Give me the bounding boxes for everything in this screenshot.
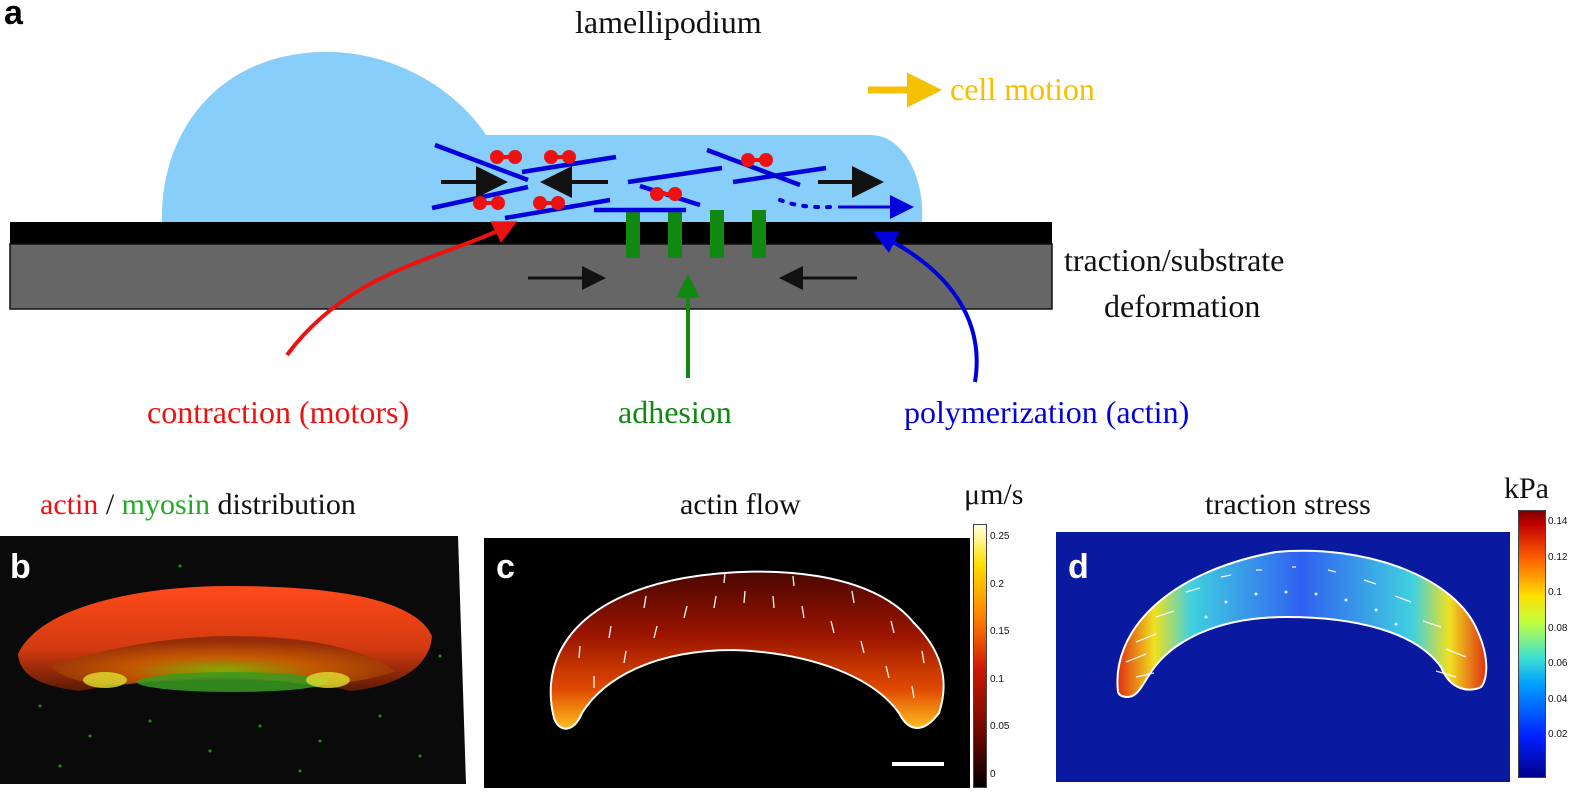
panel-b-micrograph: b [0,536,466,784]
panel-d-title: traction stress [1205,488,1371,521]
panel-c-letter: c [496,548,515,586]
panel-d-colorbar-tick-label: 0.08 [1548,622,1568,634]
panel-c-colorbar-tick-label: 0 [990,768,996,780]
polymerization-label: polymerization (actin) [904,394,1190,430]
cell-motion-label: cell motion [950,71,1095,107]
lamellipodium-label: lamellipodium [575,4,762,40]
panel-b-title-myosin: myosin [121,488,211,521]
panel-c-title: actin flow [680,488,801,521]
panel-d-unit: kPa [1504,472,1549,505]
panel-d-colorbar-tick-label: 0.06 [1548,658,1568,669]
contraction-label: contraction (motors) [147,394,410,430]
myosin-motors [473,150,773,210]
panel-d-colorbar-tick-label: 0.14 [1548,516,1568,527]
panel-b-title: actin / myosin distribution [40,490,356,520]
substrate-top-layer [10,222,1052,244]
panel-d-colorbar-tick-label: 0.1 [1548,587,1562,598]
substrate-label-line1: traction/substrate [1064,242,1285,278]
panel-d-colorbar-tick-label: 0.02 [1548,729,1568,740]
panel-b-title-actin: actin [40,488,99,521]
panel-c-colorbar-tick-label: 0.05 [990,721,1010,732]
panel-d-letter: d [1068,548,1089,586]
panel-c-flow-map: c [484,538,970,788]
panel-c-colorbar-tick-label: 0.2 [990,578,1004,590]
cell-body-shape [161,51,923,222]
panel-b-title-sep: / [98,488,122,521]
actin-filaments [431,142,827,221]
panel-d-colorbar [1518,510,1546,778]
adhesion-label: adhesion [618,394,732,430]
panel-c-unit: μm/s [964,478,1024,511]
substrate-label-line2: deformation [1104,288,1261,324]
panel-b-letter: b [10,548,31,586]
panel-d-colorbar-tick-label: 0.04 [1548,693,1568,705]
panel-b-title-rest: distribution [210,488,356,521]
panel-c-colorbar-tick-label: 0.1 [990,673,1004,685]
panel-d-colorbar-tick-label: 0.12 [1548,551,1568,563]
polymerization-dots [778,198,832,210]
panel-a-diagram [9,51,1053,383]
polymerization-pointer [872,231,979,383]
contraction-pointer [285,221,518,357]
panel-d-traction-map: d [1056,532,1510,782]
panel-c-colorbar [973,524,987,788]
adhesion-bars [626,210,766,258]
panel-c-colorbar-tick-label: 0.15 [990,626,1010,637]
panel-c-colorbar-tick-label: 0.25 [990,531,1010,542]
panel-a-letter: a [4,0,23,32]
